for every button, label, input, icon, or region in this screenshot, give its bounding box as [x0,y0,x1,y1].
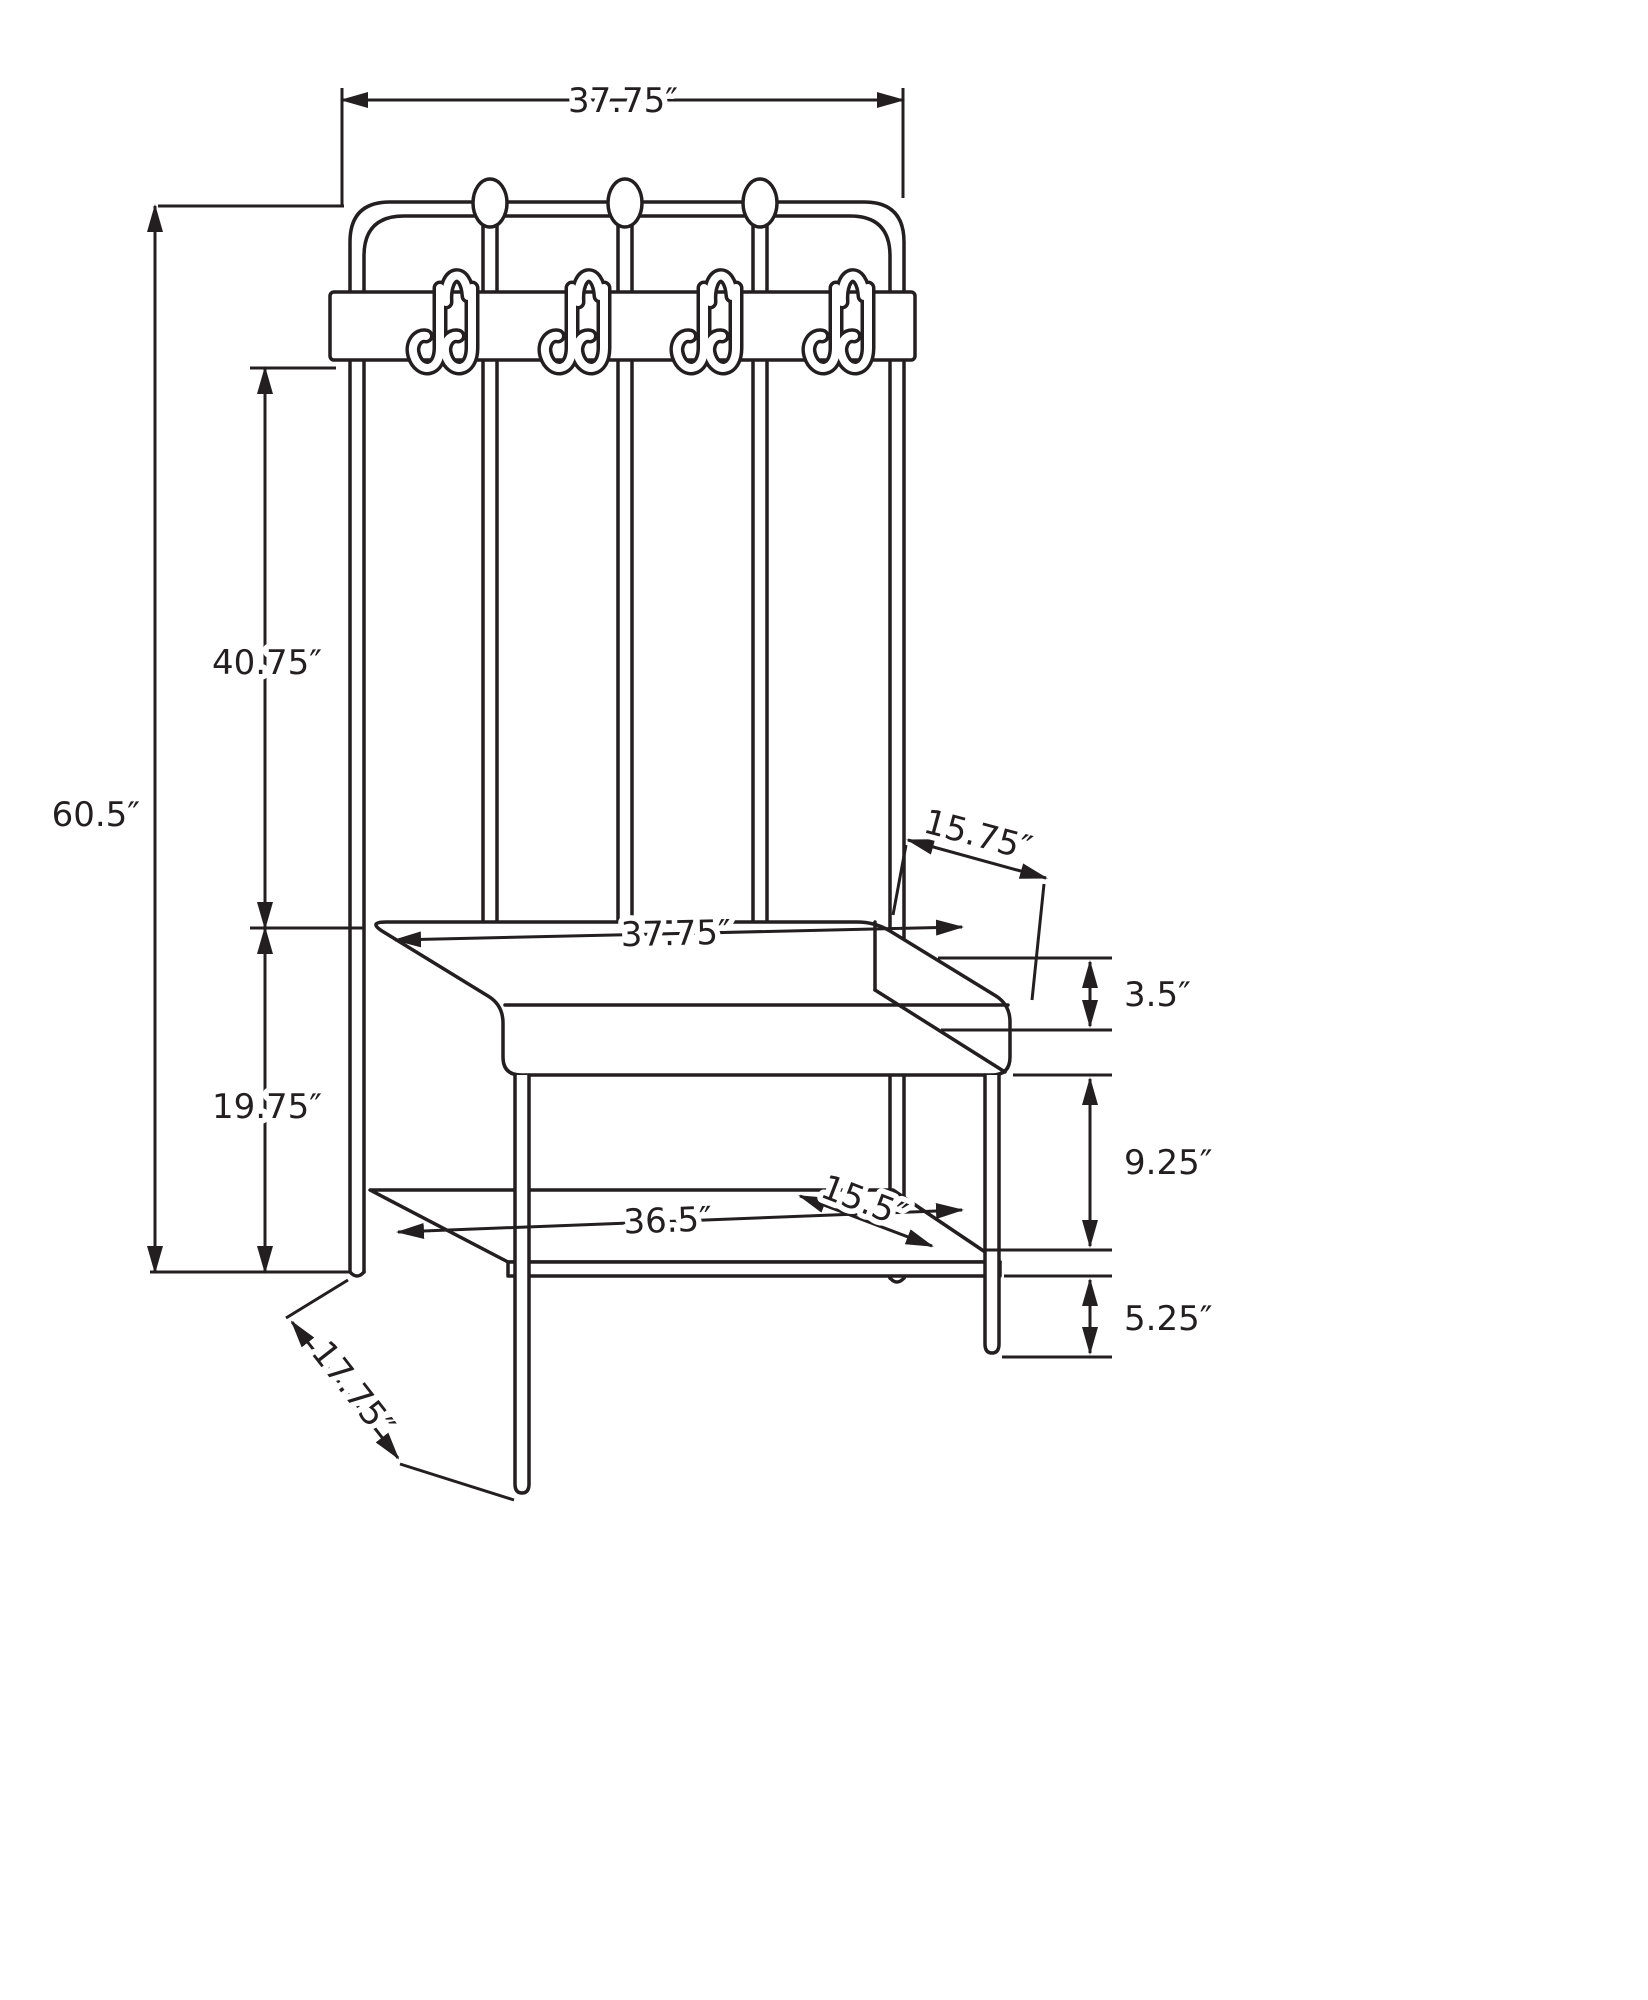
dim-overall-width: 37.75″ [340,76,905,206]
finial-balls [471,177,779,229]
furniture-structure [328,177,1012,1495]
dim-seat-width-label: 37.75″ [620,913,731,955]
dim-shelf-to-floor: 5.25″ [1002,1274,1218,1359]
dim-seat-thickness: 3.5″ [938,956,1196,1032]
dim-overall-width-label: 37.75″ [568,81,678,121]
dim-overall-height: 60.5″ [46,204,350,1274]
dim-shelf-width-label: 36.5″ [623,1199,713,1242]
dim-seat-to-shelf-label: 9.25″ [1124,1143,1212,1183]
dim-shelf-to-floor-label: 5.25″ [1124,1299,1212,1339]
dim-seat-thickness-label: 3.5″ [1124,975,1191,1015]
dim-overall-depth-label: 17.75″ [303,1334,402,1445]
front-legs [513,1073,1001,1495]
dim-overall-height-label: 60.5″ [52,795,140,835]
dim-floor-to-seat: 19.75″ [206,926,328,1274]
dim-seat-to-shelf: 9.25″ [985,1073,1218,1252]
dim-seat-width: 37.75″ [393,907,964,961]
dim-rail-to-seat-label: 40.75″ [212,643,322,683]
dim-overall-depth: 17.75″ [285,1278,515,1502]
dim-rail-to-seat: 40.75″ [206,366,364,930]
dim-floor-to-seat-label: 19.75″ [212,1087,322,1127]
